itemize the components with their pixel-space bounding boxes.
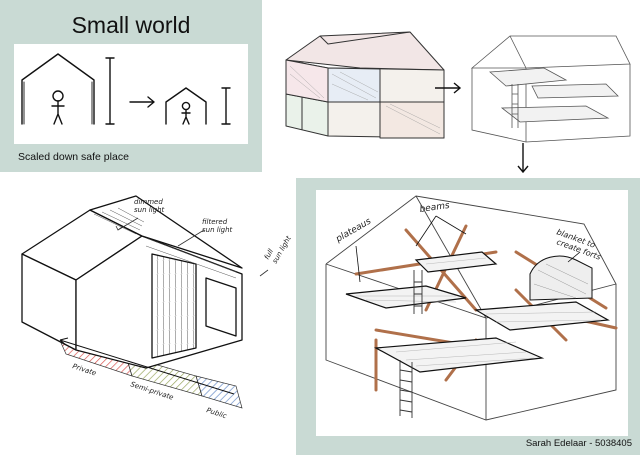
beams-label: beams [419,201,451,215]
forts-panel: plateaus beams blanket to create forts S… [296,178,640,455]
semi-private-label: Semi-private [129,380,174,401]
wireframe-plateaus-sketch [466,24,636,154]
dimmed-label-1: dimmed [134,198,163,206]
plateaus-label: plateaus [334,216,374,245]
filtered-label-2: sun light [202,226,233,234]
author-credit: Sarah Edelaar - 5038405 [526,438,632,449]
arrow-right-icon [434,82,464,94]
light-study-labels: dimmed sun light filtered sun light full… [6,190,306,450]
full-label-2: sun light [271,235,293,265]
filtered-label-1: filtered [202,218,228,226]
scale-sketch-card [14,44,248,144]
arrow-down-icon [517,142,529,176]
scale-sketch [14,44,248,144]
forts-sketch: plateaus beams blanket to create forts [316,190,628,436]
public-label: Public [205,406,227,420]
small-world-panel: Small world Sca [0,0,262,172]
panel-caption: Scaled down safe place [18,151,129,163]
private-label: Private [71,362,97,377]
forts-sketch-card: plateaus beams blanket to create forts [316,190,628,436]
dimmed-label-2: sun light [134,206,165,214]
massing-volume-sketch [280,14,450,154]
panel-title: Small world [0,12,262,39]
